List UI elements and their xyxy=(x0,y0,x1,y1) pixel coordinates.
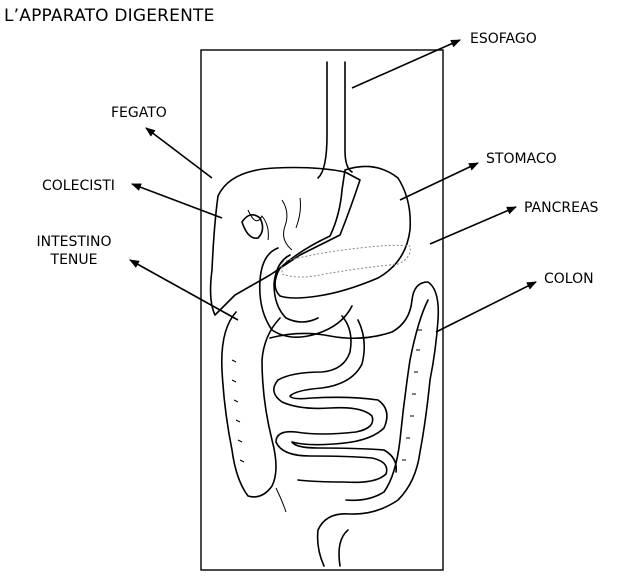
body-frame xyxy=(201,50,443,570)
liver xyxy=(211,168,360,316)
leader-stomaco xyxy=(400,163,478,200)
small-intestine xyxy=(274,316,396,482)
stomach xyxy=(275,166,410,298)
colon xyxy=(222,282,439,566)
leader-colecisti xyxy=(132,184,222,218)
esophagus xyxy=(318,62,352,178)
pancreas xyxy=(282,245,410,277)
leader-intestino-tenue xyxy=(130,260,238,320)
leader-fegato xyxy=(146,128,212,178)
leader-colon xyxy=(436,282,536,332)
leader-esofago xyxy=(352,40,460,88)
